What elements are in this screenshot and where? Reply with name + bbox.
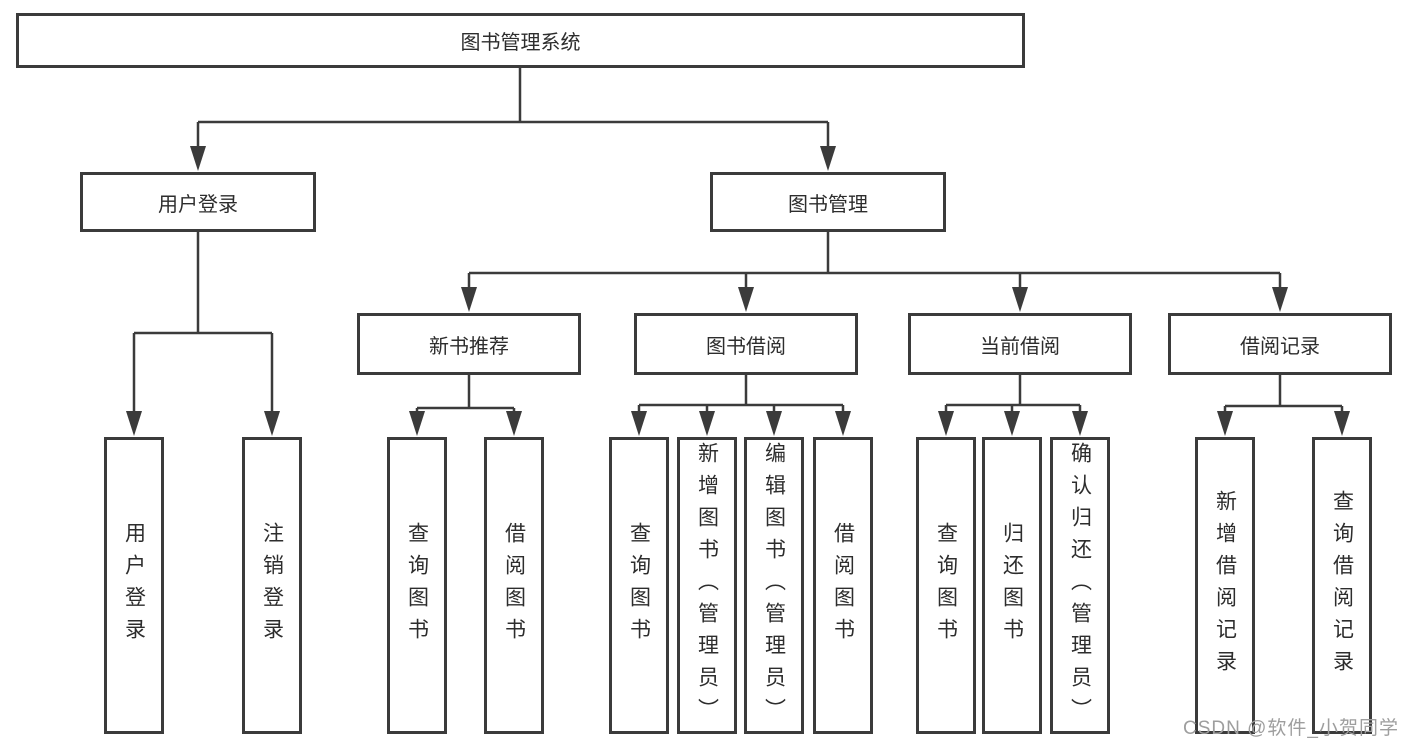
connector-borrow-to-leaves <box>637 375 845 414</box>
leaf-query-borrow-record: 查询借阅记录 <box>1312 437 1372 734</box>
connector-current-to-leaves <box>944 375 1082 414</box>
leaf-logout-label: 注销登录 <box>260 521 284 650</box>
leaf-return-book: 归还图书 <box>982 437 1042 734</box>
node-borrow-records-label: 借阅记录 <box>1240 335 1320 358</box>
node-current-borrow-label: 当前借阅 <box>980 335 1060 358</box>
node-book-management-label: 图书管理 <box>788 193 868 216</box>
node-root: 图书管理系统 <box>16 13 1025 68</box>
leaf-add-borrow-record: 新增借阅记录 <box>1195 437 1255 734</box>
leaf-confirm-return-admin-label: 确认归还（管理员） <box>1068 441 1092 730</box>
leaf-query-books-current-label: 查询图书 <box>934 521 958 650</box>
connector-root-to-level2 <box>196 68 830 150</box>
leaf-add-borrow-record-label: 新增借阅记录 <box>1213 489 1237 682</box>
node-book-borrow: 图书借阅 <box>634 313 858 375</box>
leaf-query-books-current: 查询图书 <box>916 437 976 734</box>
node-current-borrow: 当前借阅 <box>908 313 1132 375</box>
leaf-query-books-borrow: 查询图书 <box>609 437 669 734</box>
connector-recommend-to-leaves <box>415 375 516 414</box>
leaf-add-book-admin-label: 新增图书（管理员） <box>695 441 719 730</box>
leaf-add-book-admin: 新增图书（管理员） <box>677 437 737 734</box>
leaf-borrow-books-borrow-label: 借阅图书 <box>831 521 855 650</box>
leaf-confirm-return-admin: 确认归还（管理员） <box>1050 437 1110 734</box>
node-user-login-label: 用户登录 <box>158 193 238 216</box>
node-borrow-records: 借阅记录 <box>1168 313 1392 375</box>
node-book-management: 图书管理 <box>710 172 946 232</box>
leaf-return-book-label: 归还图书 <box>1000 521 1024 650</box>
leaf-user-login-label: 用户登录 <box>122 521 146 650</box>
node-book-borrow-label: 图书借阅 <box>706 335 786 358</box>
csdn-watermark: CSDN @软件_小贺同学 <box>1183 718 1399 739</box>
arrowheads <box>126 146 1350 436</box>
node-user-login: 用户登录 <box>80 172 316 232</box>
leaf-borrow-books-recommend-label: 借阅图书 <box>502 521 526 650</box>
node-root-label: 图书管理系统 <box>460 32 581 54</box>
node-new-book-recommend-label: 新书推荐 <box>429 335 509 358</box>
leaf-query-books-recommend: 查询图书 <box>387 437 447 734</box>
leaf-edit-book-admin: 编辑图书（管理员） <box>744 437 804 734</box>
node-new-book-recommend: 新书推荐 <box>357 313 581 375</box>
leaf-borrow-books-recommend: 借阅图书 <box>484 437 544 734</box>
leaf-query-borrow-record-label: 查询借阅记录 <box>1330 489 1354 682</box>
leaf-borrow-books-borrow: 借阅图书 <box>813 437 873 734</box>
leaf-query-books-borrow-label: 查询图书 <box>627 521 651 650</box>
leaf-edit-book-admin-label: 编辑图书（管理员） <box>762 441 786 730</box>
connector-records-to-leaves <box>1223 375 1344 414</box>
connector-management-to-branches <box>467 232 1282 291</box>
connector-login-to-leaves <box>132 232 274 414</box>
leaf-user-login: 用户登录 <box>104 437 164 734</box>
leaf-logout: 注销登录 <box>242 437 302 734</box>
leaf-query-books-recommend-label: 查询图书 <box>405 521 429 650</box>
